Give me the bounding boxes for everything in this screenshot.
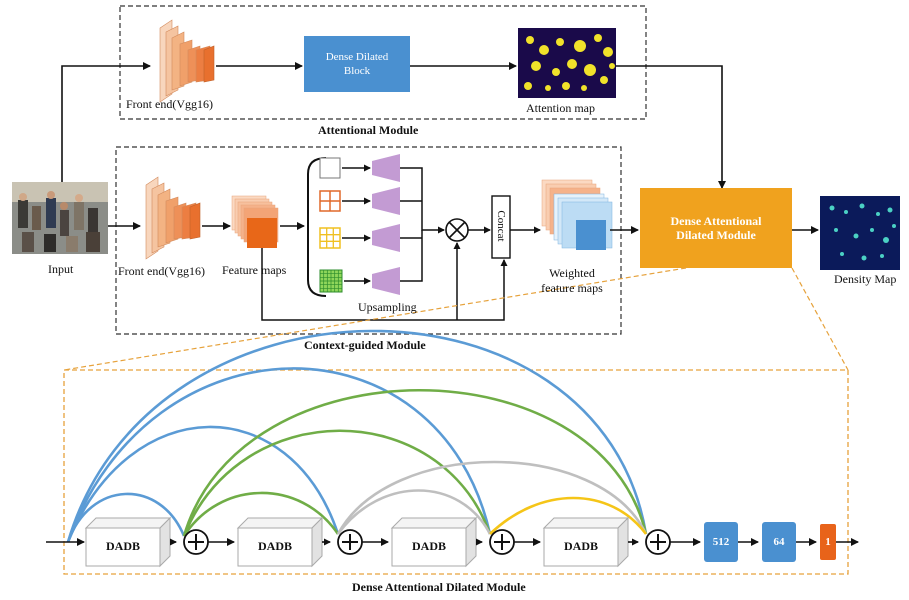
dam-box-label: Dense Attentional Dilated Module [670, 214, 762, 242]
attention-map-label: Attention map [526, 101, 595, 115]
upsample-1 [372, 154, 400, 182]
pool-grid-1x1 [319, 157, 341, 179]
weighted-feature-maps-label: Weighted feature maps [541, 266, 603, 295]
pool-grid-6x6 [319, 269, 343, 293]
dadb-label-4: DADB [563, 539, 598, 553]
dadb-label-1: DADB [105, 539, 140, 553]
zoom-line-left [63, 267, 687, 371]
zoom-line-right [791, 267, 849, 371]
skip-feature-to-ops [261, 248, 508, 321]
plus-operator-2 [337, 529, 363, 555]
plus-operator-1 [183, 529, 209, 555]
plus-operator-4 [645, 529, 671, 555]
density-map-label: Density Map [834, 272, 897, 286]
dadb-label-2: DADB [257, 539, 292, 553]
density-map-image [820, 196, 900, 270]
weighted-feature-maps-stack [541, 179, 613, 250]
frontend-vgg16-bottom [145, 176, 201, 260]
dadb-label-3: DADB [411, 539, 446, 553]
input-label: Input [48, 262, 74, 276]
dense-dilated-block-label: Dense Dilated Block [325, 51, 389, 77]
conv-512-label: 512 [712, 536, 730, 548]
conv-1-box [820, 524, 836, 560]
branch-bracket [307, 157, 327, 297]
pool-grid-2x2 [319, 190, 341, 212]
conv-64-label: 64 [773, 536, 785, 548]
input-crowd-image [12, 182, 108, 254]
feature-maps-stack [231, 195, 279, 248]
concat-label: Concat [495, 210, 507, 242]
context-module-title: Context-guided Module [304, 338, 426, 352]
context-module-frame [115, 146, 622, 335]
plus-operator-3 [489, 529, 515, 555]
dadm-frame [63, 369, 849, 575]
dadb-block-2 [236, 516, 324, 568]
dadb-block-1 [84, 516, 172, 568]
arrow-input-to-top [61, 62, 151, 182]
dense-dilated-block [304, 36, 410, 92]
upsample-3 [372, 224, 400, 252]
conv-64-box [762, 522, 796, 562]
attention-map-image [518, 28, 616, 98]
upsample-2 [372, 187, 400, 215]
arrow-attention-to-dam [616, 65, 726, 189]
dadb-block-4 [542, 516, 630, 568]
pool-grid-3x3 [319, 227, 341, 249]
concat-box [491, 195, 511, 259]
frontend-bottom-label: Front end(Vgg16) [118, 264, 205, 278]
frontend-top-label: Front end(Vgg16) [126, 97, 213, 111]
multiply-operator [445, 218, 469, 242]
upsample-4 [372, 267, 400, 295]
dadm-title: Dense Attentional Dilated Module [352, 580, 526, 594]
dadb-block-3 [390, 516, 478, 568]
upsampling-label: Upsampling [358, 300, 417, 314]
conv-1-label: 1 [825, 536, 831, 548]
dense-attentional-dilated-module-box [640, 188, 792, 268]
frontend-vgg16-top [159, 19, 215, 103]
dense-connections [66, 329, 648, 543]
feature-maps-label: Feature maps [222, 263, 287, 277]
attentional-module-title: Attentional Module [318, 123, 419, 137]
conv-512-box [704, 522, 738, 562]
